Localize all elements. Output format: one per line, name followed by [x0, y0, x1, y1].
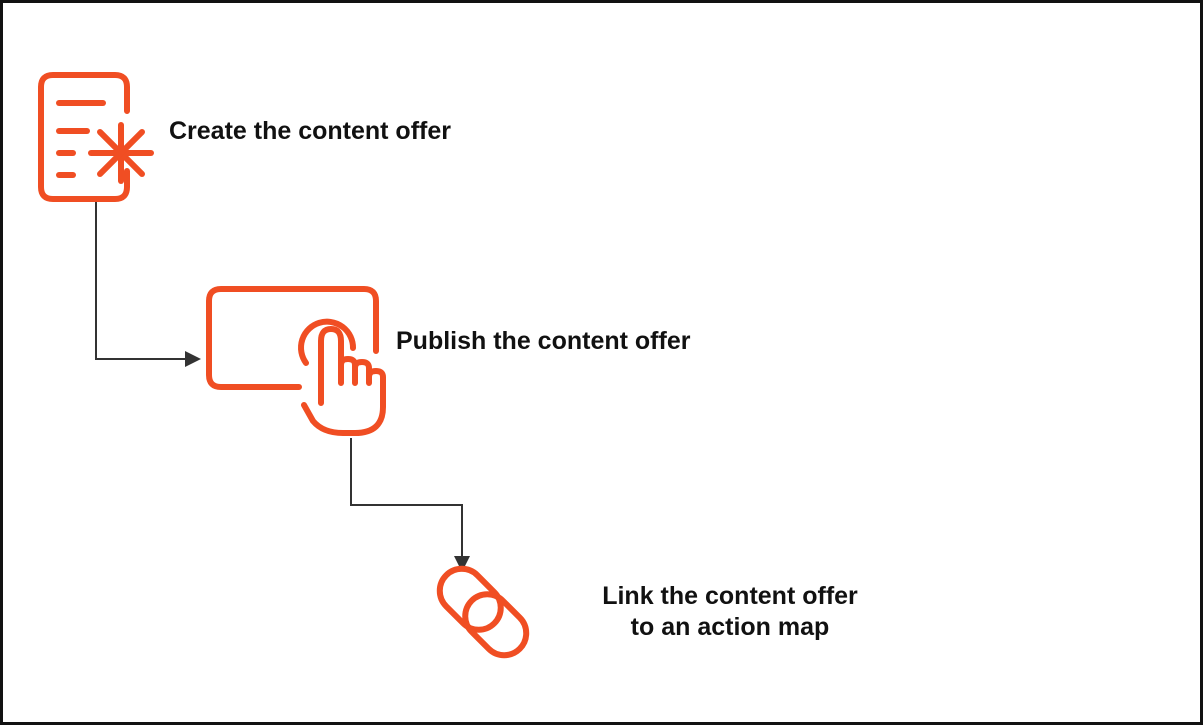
step-1-label: Create the content offer	[169, 117, 451, 145]
diagram-canvas	[38, 72, 530, 659]
touch-screen-icon	[206, 286, 386, 436]
chain-link-icon	[436, 565, 530, 659]
step-3-label-line-1: Link the content offer	[602, 582, 858, 610]
document-sparkle-icon	[38, 72, 154, 202]
step-3-label-line-2: to an action map	[630, 613, 830, 641]
step-3-label: Link the content offer to an action map	[580, 581, 880, 643]
step-2-label: Publish the content offer	[396, 327, 691, 355]
connector-arrow-2	[350, 438, 470, 572]
connector-arrow-1	[95, 200, 201, 367]
